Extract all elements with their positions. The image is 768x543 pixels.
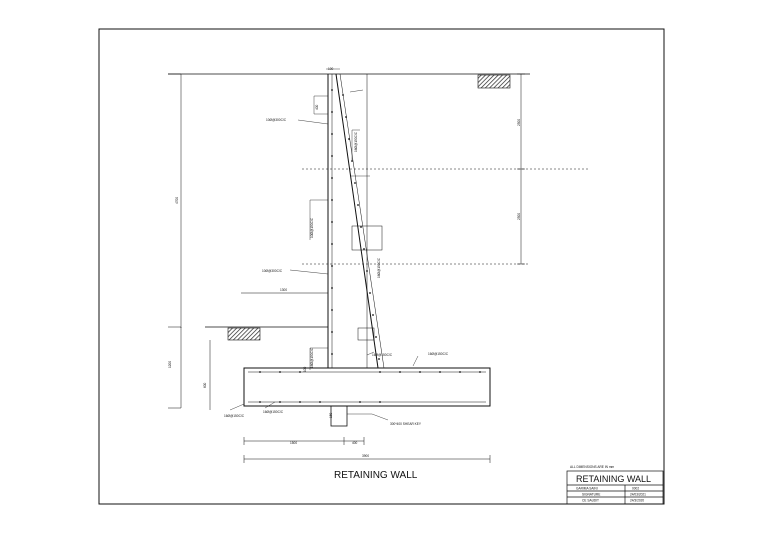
label-dim-left-upper: 1200 bbox=[168, 361, 172, 368]
label-bar-heel-a: 16Ø@150C/C bbox=[372, 353, 393, 357]
label-bar-heel-b: 16Ø@150C/C bbox=[428, 352, 449, 356]
label-dim-stem-total: 4700 bbox=[175, 197, 179, 204]
title-block-note: ALL DIMENSIONS ARE IN mm bbox=[570, 465, 615, 469]
label-dim-left-lower: 600 bbox=[203, 382, 207, 388]
label-small-top: 100 bbox=[328, 67, 334, 71]
label-bar-mid-stem: 10Ø@300C/C bbox=[262, 269, 283, 273]
label-dim-1300: 1300 bbox=[280, 288, 287, 292]
title-block-row-2-left: SIGNATURE bbox=[582, 493, 600, 497]
label-small-mid: 400 bbox=[315, 104, 319, 110]
title-block-row-3-left: CE SAUDIT bbox=[582, 499, 599, 503]
soil-hatch-top bbox=[477, 74, 511, 89]
title-block-row-1-right: 0002 bbox=[632, 487, 639, 491]
title-block-row-2-right: 24/03/2021 bbox=[630, 493, 646, 497]
title-block-row-1-left: GARIMA SAINI bbox=[576, 487, 598, 491]
label-dim-150: 150 bbox=[329, 412, 333, 418]
page-border bbox=[98, 28, 665, 505]
label-bar-toe: 16Ø@150C/C bbox=[224, 414, 245, 418]
title-block-row-3-right: 24/3/2020 bbox=[630, 499, 644, 503]
title-block bbox=[566, 470, 664, 505]
label-bar-toe-bottom: 16Ø@150C/C bbox=[263, 410, 284, 414]
label-dim-400: 400 bbox=[352, 441, 358, 445]
label-bar-right-vertical: 16Ø@150C/C bbox=[354, 131, 358, 152]
label-dim-3900: 3900 bbox=[362, 454, 369, 458]
drawing-title: RETAINING WALL bbox=[334, 470, 418, 481]
title-block-title: RETAINING WALL bbox=[576, 474, 651, 484]
label-small-low: 100 bbox=[303, 366, 307, 372]
soil-hatch-front bbox=[227, 327, 261, 341]
label-dim-right-lower: 2500 bbox=[517, 213, 521, 220]
label-bar-front-vertical: 10Ø@150C/C bbox=[310, 217, 314, 238]
label-bar-right-lower: 16Ø@150C/C bbox=[377, 257, 381, 278]
label-shear-key: 300*400 SHEAR KEY bbox=[390, 422, 422, 426]
label-dim-right-upper: 2500 bbox=[517, 119, 521, 126]
label-dim-1500: 1500 bbox=[290, 441, 297, 445]
wall-geometry bbox=[168, 68, 590, 463]
rebar-dots bbox=[259, 89, 481, 403]
label-bar-top-stem: 10Ø@300C/C bbox=[266, 118, 287, 122]
label-bar-right-mid: 16Ø@150C/C bbox=[310, 347, 314, 368]
